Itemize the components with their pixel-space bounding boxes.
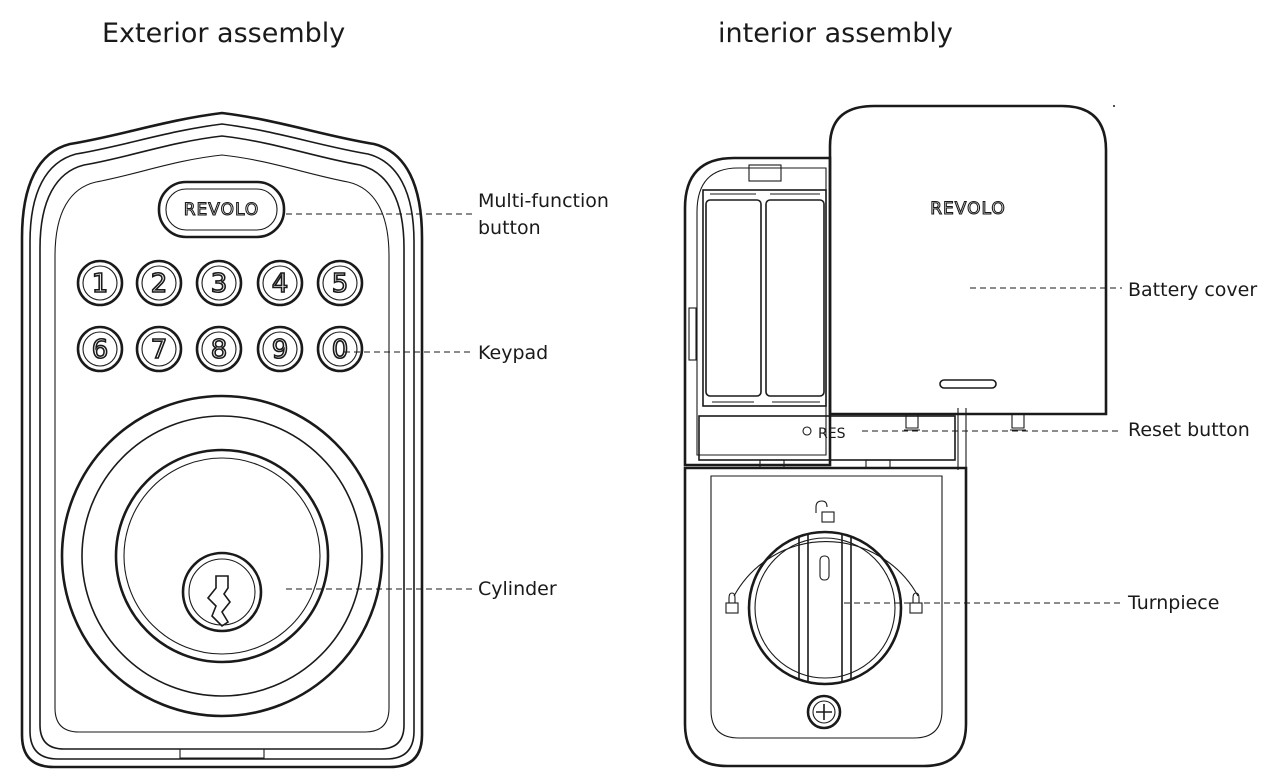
keypad-key-label: 6 xyxy=(92,335,109,365)
keypad-key-ring xyxy=(262,331,298,367)
keypad-key-ring xyxy=(141,265,177,301)
keypad-key-ring xyxy=(262,265,298,301)
keypad-key-ring xyxy=(82,331,118,367)
exterior-bottom-tab xyxy=(179,749,265,759)
interior-assembly: RES REVOLO xyxy=(683,104,1115,768)
keypad-row-1: 1 2 3 4 5 xyxy=(76,259,364,307)
exterior-face-plate xyxy=(54,154,390,733)
keypad-key xyxy=(256,259,304,307)
cover-hinge-right xyxy=(1010,414,1026,431)
key-cylinder-inner xyxy=(188,558,256,626)
turnpiece-plate xyxy=(683,466,968,768)
keypad-key xyxy=(316,259,364,307)
keypad-key xyxy=(256,325,304,373)
cylinder-rose-outer xyxy=(60,394,384,718)
exterior-escutcheon-rim xyxy=(29,123,415,760)
interior-housing xyxy=(683,156,832,467)
turnpiece-rotation-arc xyxy=(733,541,919,597)
keypad-key xyxy=(76,325,124,373)
turnpiece-knob xyxy=(747,530,903,686)
callout-battery-cover: Battery cover xyxy=(1128,279,1257,301)
keypad-key-ring xyxy=(201,331,237,367)
battery-cover-brand-logo: REVOLO xyxy=(930,199,1006,219)
keyhole-icon xyxy=(206,575,232,628)
cylinder-rose-ring xyxy=(81,415,363,697)
exterior-heading: Exterior assembly xyxy=(102,18,345,49)
keypad-key-ring xyxy=(201,265,237,301)
keypad-key-label: 3 xyxy=(211,269,228,299)
keypad-key-ring xyxy=(322,331,358,367)
keypad-key-ring xyxy=(322,265,358,301)
turnpiece-knob-inner xyxy=(754,537,896,679)
keypad-key-label: 7 xyxy=(151,335,168,365)
keypad-key-ring xyxy=(82,265,118,301)
keypad-row-2: 6 7 8 9 0 xyxy=(76,325,364,373)
keypad-key xyxy=(195,259,243,307)
cylinder-face-inner xyxy=(123,457,321,655)
callout-reset-button: Reset button xyxy=(1128,419,1250,441)
keypad-key-ring xyxy=(141,331,177,367)
phillips-screw-icon xyxy=(806,694,842,730)
battery-left xyxy=(705,199,762,397)
battery-compartment-clip xyxy=(748,164,782,182)
reset-panel xyxy=(698,415,956,461)
turnpiece-indicator xyxy=(819,555,830,581)
keypad-key xyxy=(195,325,243,373)
interior-housing-inner xyxy=(696,167,827,456)
keypad-key-label: 1 xyxy=(92,269,109,299)
turnpiece-grip xyxy=(798,534,852,682)
interior-housing-right-edge xyxy=(957,408,967,470)
keypad-key xyxy=(135,259,183,307)
keypad-key-label: 4 xyxy=(272,269,289,299)
cover-hinge-left xyxy=(904,414,920,431)
keypad-key xyxy=(76,259,124,307)
keypad-key-label: 8 xyxy=(211,335,228,365)
keypad-key xyxy=(135,325,183,373)
exterior-assembly: REVOLO 1 2 3 4 5 6 7 xyxy=(20,111,424,769)
reset-button xyxy=(802,426,812,436)
callout-multi-function-line1: Multi-function xyxy=(478,190,609,212)
key-cylinder xyxy=(181,551,263,633)
callout-cylinder: Cylinder xyxy=(478,578,557,600)
keypad-key-label: 9 xyxy=(272,335,289,365)
callout-turnpiece: Turnpiece xyxy=(1127,592,1219,614)
multi-function-button-inner xyxy=(165,188,278,231)
battery-cover-release-slot xyxy=(939,379,997,389)
stray-mark xyxy=(1113,105,1115,107)
callout-keypad: Keypad xyxy=(478,342,548,364)
cylinder-face xyxy=(114,448,330,664)
housing-side-slot xyxy=(688,307,697,361)
padlock-icon xyxy=(725,592,739,614)
exterior-brand-logo: REVOLO xyxy=(184,200,260,220)
keypad-key-label: 2 xyxy=(151,269,168,299)
battery-compartment xyxy=(702,189,827,407)
battery-cover xyxy=(828,104,1108,416)
keypad-key xyxy=(316,325,364,373)
battery-right xyxy=(765,199,825,397)
keypad-key-label: 5 xyxy=(332,269,349,299)
exterior-escutcheon-inner xyxy=(39,135,405,750)
interior-heading: interior assembly xyxy=(718,18,953,49)
turnpiece-plate-inner xyxy=(710,475,943,739)
multi-function-button xyxy=(157,180,286,239)
exterior-escutcheon-outer xyxy=(20,111,424,769)
callout-multi-function-line2: button xyxy=(478,217,541,239)
reset-marking: RES xyxy=(818,426,846,442)
keypad-key-label: 0 xyxy=(332,335,349,365)
unlocked-padlock-icon xyxy=(815,500,835,523)
